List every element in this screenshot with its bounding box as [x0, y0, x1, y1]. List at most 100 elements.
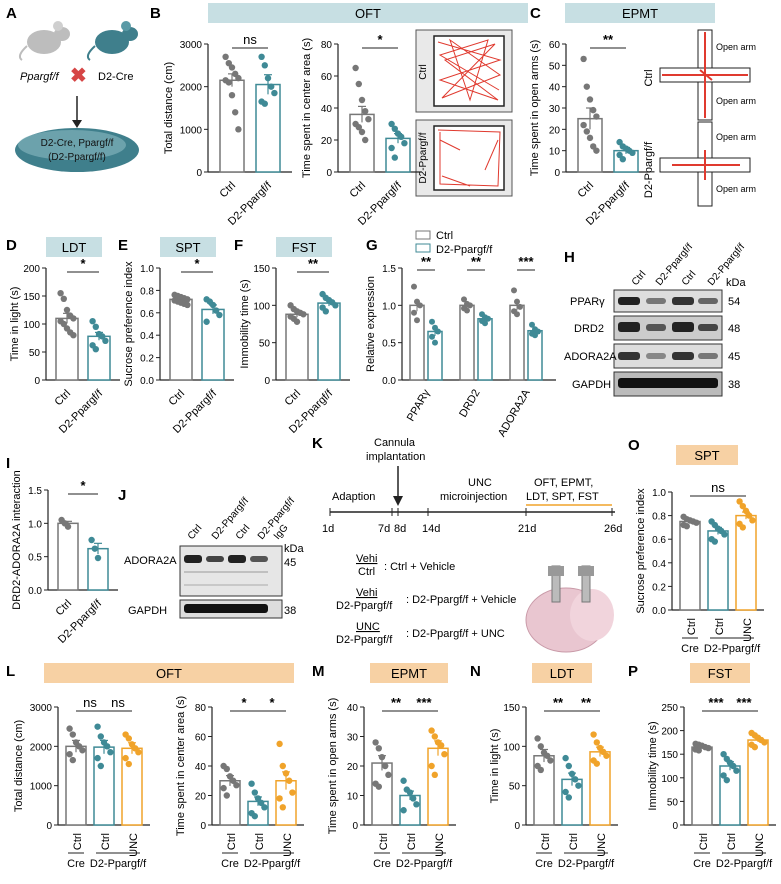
data-point: [568, 770, 576, 778]
data-point: [358, 128, 366, 136]
data-point: [88, 536, 95, 544]
banner-c: [565, 3, 715, 23]
group-label-d2: D2-Ppargf/f: [90, 858, 147, 870]
data-point: [565, 762, 572, 770]
panel-letter-b: B: [150, 5, 161, 22]
data-point: [385, 771, 392, 779]
data-point: [406, 789, 414, 796]
group-3-abbr-bottom: D2-Ppargf/f: [336, 634, 393, 646]
bar: [691, 746, 713, 826]
data-point: [94, 723, 101, 730]
y-tick-label: 0.0: [140, 376, 154, 387]
group-2-desc: : D2-Ppargf/f + Vehicle: [406, 594, 516, 606]
data-point: [104, 743, 111, 750]
y-tick-label: 3000: [180, 40, 203, 51]
legend-ctrl-label: Ctrl: [436, 230, 453, 242]
x-tick-label: Ctrl: [568, 833, 580, 850]
epm-track-d2-label: D2-Ppargf/f: [643, 141, 655, 198]
y-tick-label: 200: [661, 727, 678, 738]
open-arm-label-2: Open arm: [716, 96, 756, 106]
data-point: [736, 498, 743, 505]
bar: [255, 83, 281, 173]
data-point: [400, 807, 407, 814]
blot-h-row-4-kda: 38: [728, 379, 740, 391]
y-tick-label: 30: [549, 104, 561, 115]
data-point: [730, 762, 737, 770]
data-point: [300, 311, 307, 318]
data-point: [398, 133, 405, 140]
data-point: [223, 765, 230, 773]
y-axis-title: Sucrose preference index: [635, 488, 647, 614]
data-point: [593, 147, 600, 154]
timeline-cannula: Cannula: [374, 437, 416, 449]
data-point: [222, 53, 229, 60]
banner-m: [370, 663, 448, 683]
timeline-down-arrow-icon: [393, 496, 403, 506]
data-point: [511, 287, 517, 294]
data-point: [91, 545, 99, 552]
y-tick-label: 40: [321, 104, 333, 115]
y-tick-label: 0.0: [382, 376, 396, 387]
data-point: [365, 116, 372, 123]
data-point: [720, 751, 727, 758]
mouse-d2cre-label: D2-Cre: [98, 71, 133, 83]
oft-track-ctrl-label: Ctrl: [418, 64, 429, 80]
data-point: [461, 296, 467, 303]
significance-label: ***: [736, 695, 752, 710]
data-point: [70, 315, 77, 322]
blot-j-kda: kDa: [284, 543, 304, 555]
data-point: [739, 502, 746, 510]
y-tick-label: 0.2: [140, 354, 154, 365]
data-point: [431, 771, 438, 779]
data-point: [586, 134, 594, 142]
data-point: [248, 780, 255, 787]
group-label-cre: Cre: [67, 858, 85, 870]
data-point: [60, 320, 67, 328]
y-tick-label: 0: [46, 821, 52, 832]
data-point: [282, 770, 290, 777]
data-point: [485, 315, 491, 322]
data-point: [705, 744, 712, 752]
timeline-implantation: implantation: [366, 451, 425, 463]
data-point: [619, 156, 626, 163]
data-point: [534, 735, 541, 742]
data-point: [79, 747, 86, 754]
bar: [679, 520, 701, 611]
data-point: [122, 754, 129, 762]
data-point: [276, 795, 283, 802]
y-tick-label: 0.8: [652, 512, 666, 523]
y-tick-label: 80: [321, 40, 333, 51]
data-point: [544, 752, 551, 759]
x-tick-label: Ctrl: [53, 388, 74, 409]
data-point: [514, 298, 520, 305]
blot-j-lane-3: Ctrl: [234, 523, 252, 542]
data-point: [400, 777, 407, 784]
data-point: [271, 89, 278, 97]
data-point: [514, 311, 520, 318]
legend-g: Ctrl D2-Ppargf/f: [415, 230, 493, 256]
y-tick-label: 250: [661, 703, 678, 714]
data-point: [401, 140, 408, 147]
data-point: [372, 739, 379, 746]
y-axis-title: Time in light (s): [9, 287, 21, 362]
data-point: [414, 317, 420, 324]
banner-d-label: LDT: [62, 240, 87, 255]
y-tick-label: 0: [514, 821, 520, 832]
open-arm-label-1: Open arm: [716, 42, 756, 52]
banner-l: [44, 663, 294, 683]
y-tick-label: 0: [672, 821, 678, 832]
x-tick-label: Ctrl: [283, 388, 304, 409]
data-point: [438, 742, 445, 749]
banner-l-label: OFT: [156, 666, 182, 681]
data-point: [537, 743, 544, 750]
group-3-abbr-top: UNC: [356, 621, 380, 633]
data-point: [125, 735, 132, 742]
y-tick-label: 1000: [30, 782, 53, 793]
data-point: [258, 53, 265, 60]
significance-label: ns: [243, 32, 257, 47]
panel-letter-n: N: [470, 663, 481, 680]
data-point: [251, 812, 258, 820]
